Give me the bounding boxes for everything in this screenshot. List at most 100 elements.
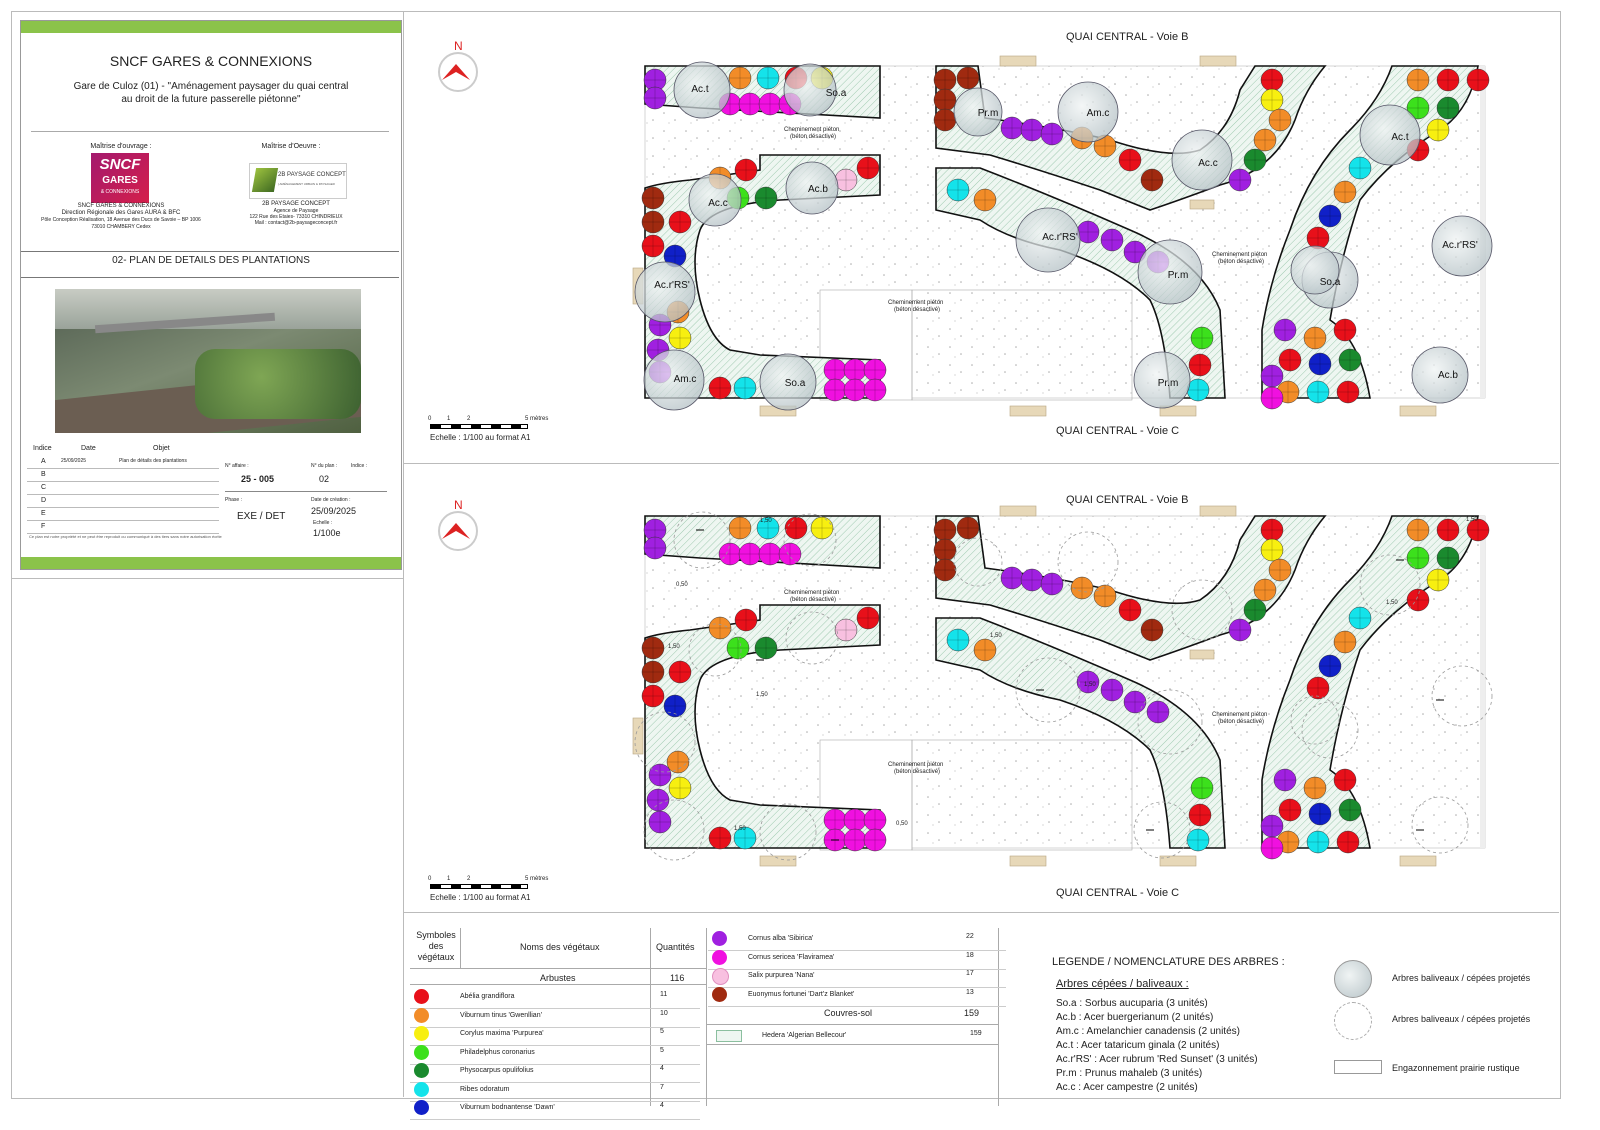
shrub-cross (947, 629, 969, 651)
shrub-cross (957, 67, 979, 89)
rev-row-a: A 25/09/2025 Plan de détails des plantat… (27, 455, 219, 469)
shrub-cross (1307, 831, 1329, 853)
sncf-address-4: 73010 CHAMBERY Cedex (91, 224, 151, 230)
tree-label: Am.c (674, 374, 697, 385)
tree-canopy (688, 173, 742, 227)
affaire-value: 25 - 005 (241, 474, 275, 484)
shrub-cross (1101, 679, 1123, 701)
rev-indice: B (41, 471, 46, 478)
tree-canopy-dashed (783, 513, 837, 567)
shrub-cross (735, 609, 757, 631)
shrub-cross (957, 517, 979, 539)
table-vline-1 (460, 928, 461, 968)
shrub-cross (1339, 349, 1361, 371)
shrub-cross (1119, 599, 1141, 621)
tree-symbol-dashed-icon (1334, 1002, 1372, 1040)
shrub-cross (1141, 619, 1163, 641)
echelle-value: 1/100e (313, 528, 341, 538)
planting-bed (644, 604, 881, 849)
shrub-cross (669, 211, 691, 233)
shrub-cross (1309, 353, 1331, 375)
phase-value: EXE / DET (237, 511, 286, 522)
table-vline-2 (650, 928, 651, 1106)
tree-canopy (1411, 346, 1469, 404)
shrub-cross (1021, 569, 1043, 591)
north-label-top: N (454, 39, 463, 53)
shrub-cross (1304, 777, 1326, 799)
tree-canopy-dashed (1301, 701, 1359, 759)
shrub-cross (1189, 354, 1211, 376)
shrub-cross (642, 187, 664, 209)
date-creation-label: Date de création : (311, 497, 351, 503)
shrub-cross (1319, 205, 1341, 227)
shrub-cross (1261, 519, 1283, 541)
rev-indice: F (41, 523, 46, 530)
col-qty-header: Quantités (656, 942, 695, 952)
dim-label: 0,50 (676, 582, 688, 588)
shrub-cross (1041, 123, 1063, 145)
tree-label: So.a (1320, 277, 1341, 288)
shrub-cross (709, 617, 731, 639)
plant-symbol-icon (712, 986, 727, 1002)
quai-label-bottom-b: QUAI CENTRAL - Voie B (1066, 494, 1189, 506)
table-hline (410, 968, 706, 969)
shrub-cross (824, 359, 846, 381)
plant-symbol-icon (414, 1081, 429, 1097)
shrub-cross (1339, 799, 1361, 821)
shrub-cross (1307, 381, 1329, 403)
shrub-cross (1304, 327, 1326, 349)
path-label-3b: (béton désactivé) (1218, 259, 1265, 265)
ground-name: Hedera 'Algerian Bellecour' (762, 1032, 847, 1039)
dim-label: 1,50 (756, 692, 768, 698)
lawn-swatch (1334, 1060, 1382, 1074)
green-bar-bottom (21, 557, 401, 569)
dim-label: 1,50 (734, 826, 746, 832)
shrub-cross (1349, 157, 1371, 179)
rev-row: D (27, 494, 219, 508)
col-names-header: Noms des végétaux (520, 942, 600, 952)
separator-2 (21, 251, 399, 252)
info-separator (225, 491, 387, 492)
shrub-cross (1141, 169, 1163, 191)
tree-symbol-1-label: Arbres baliveaux / cépées projetés (1392, 973, 1531, 983)
plant-name: Viburnum bodnantense 'Dawn' (460, 1104, 555, 1111)
sncf-address-3: Pôle Conception Réalisation, 18 Avenue d… (41, 217, 201, 223)
tree-canopy-dashed (1359, 554, 1421, 616)
shrub-cross (1261, 89, 1283, 111)
shrub-cross (779, 543, 801, 565)
scale-tick-5: 5 mètres (525, 876, 549, 882)
shrub-cross (857, 607, 879, 629)
shrub-cross (709, 377, 731, 399)
rev-header-objet: Objet (153, 445, 170, 452)
bench (1009, 405, 1047, 417)
arbustes-total: 116 (670, 973, 685, 983)
shrub-cross (1244, 149, 1266, 171)
moe-address-4: Mail : contact@2b-paysageconcept.fr (254, 220, 338, 226)
path-label-2b: (béton désactivé) (894, 769, 941, 775)
moe-address-2: Agence de Paysage (273, 208, 319, 214)
legend-table: Symboles des végétaux Noms des végétaux … (410, 928, 1006, 1120)
shrub-cross (1124, 691, 1146, 713)
tree-canopy-dashed (673, 511, 731, 569)
plan-bottom (632, 505, 1493, 867)
tree-canopy-dashed (759, 803, 817, 861)
shrub-cross (934, 109, 956, 131)
affaire-label: N° affaire : (225, 463, 249, 469)
shrub-cross (757, 67, 779, 89)
shrub-cross (709, 827, 731, 849)
shrub-cross (1334, 181, 1356, 203)
divider-horizontal (403, 463, 1559, 464)
shrub-cross (1244, 599, 1266, 621)
shrub-cross (1437, 97, 1459, 119)
rev-indice: C (41, 484, 47, 491)
dim-label: 1,50 (760, 518, 772, 524)
tree-symbol-2-label: Arbres baliveaux / cépées projetés (1392, 1014, 1531, 1024)
shrub-cross (1261, 387, 1283, 409)
shrub-cross (759, 543, 781, 565)
rev-row: F (27, 520, 219, 534)
dim-label: 1,50 (1466, 517, 1478, 523)
bench (1199, 55, 1237, 67)
tree-label: Ac.r'RS' (1042, 232, 1078, 243)
quai-label-top-b: QUAI CENTRAL - Voie B (1066, 31, 1189, 43)
